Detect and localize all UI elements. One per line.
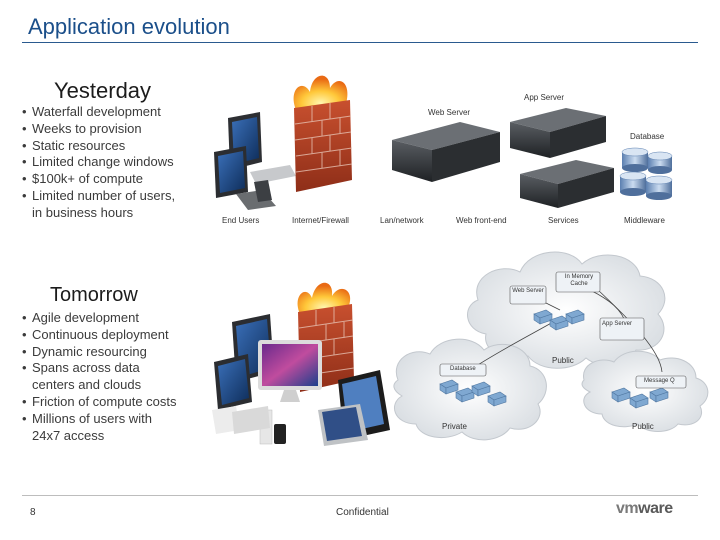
yesterday-bullet-list: Waterfall development Weeks to provision…: [22, 104, 212, 222]
firewall-icon: [293, 75, 353, 192]
bullet-item: Dynamic resourcing: [22, 344, 212, 361]
app-server-icon: [510, 108, 606, 158]
bullet-item: Limited change windows: [22, 154, 212, 171]
vmware-logo: vmware: [616, 500, 673, 518]
bullet-item: Millions of users with: [22, 411, 212, 428]
in-memory-cache-label: In Memory Cache: [564, 274, 594, 287]
services-label: Services: [548, 216, 579, 225]
database-icon: [619, 147, 673, 200]
lan-network-label: Lan/network: [380, 216, 424, 225]
desktop-computer-icon: [214, 112, 296, 210]
footer-rule: [22, 495, 698, 496]
message-queue-label: Message Q: [644, 378, 675, 384]
services-server-icon: [520, 160, 614, 208]
database-label: Database: [450, 366, 476, 372]
public-cloud-label: Public: [552, 356, 574, 365]
end-user-devices-icon: [212, 314, 390, 446]
tomorrow-heading: Tomorrow: [50, 284, 138, 306]
web-server-label: Web Server: [512, 288, 544, 294]
middleware-label: Middleware: [624, 216, 665, 225]
app-server-label: App Server: [524, 93, 565, 102]
title-rule: [22, 42, 698, 43]
tomorrow-bullet-list: Agile development Continuous deployment …: [22, 310, 212, 444]
bullet-item: Weeks to provision: [22, 121, 212, 138]
bullet-item-continuation: 24x7 access: [32, 427, 105, 443]
logo-suffix: ware: [638, 500, 673, 517]
web-server-icon: [392, 122, 500, 182]
bullet-item: Waterfall development: [22, 104, 212, 121]
bullet-item: Static resources: [22, 138, 212, 155]
bullet-item: Agile development: [22, 310, 212, 327]
bullet-item: $100k+ of compute: [22, 171, 212, 188]
web-server-label: Web Server: [428, 108, 471, 117]
internet-firewall-label: Internet/Firewall: [292, 216, 349, 225]
confidential-label: Confidential: [336, 507, 389, 518]
end-users-label: End Users: [222, 216, 260, 225]
web-front-end-label: Web front-end: [456, 216, 507, 225]
public-cloud-bottom: [581, 350, 709, 432]
database-label: Database: [630, 132, 665, 141]
bullet-item-continuation: centers and clouds: [32, 377, 142, 393]
bullet-item-continuation: in business hours: [32, 204, 134, 220]
cloud-server-nodes: [439, 309, 669, 409]
app-server-label: App Server: [602, 321, 633, 327]
page-number: 8: [30, 507, 36, 518]
logo-prefix: vm: [616, 500, 639, 517]
slide-title: Application evolution: [28, 14, 230, 39]
yesterday-heading: Yesterday: [54, 78, 152, 103]
private-cloud-label: Private: [442, 422, 467, 431]
bullet-item: Limited number of users,: [22, 188, 212, 205]
public-cloud-label: Public: [632, 422, 654, 431]
bullet-item: Friction of compute costs: [22, 394, 212, 411]
tomorrow-label-boxes: [439, 271, 687, 389]
bullet-item: Continuous deployment: [22, 327, 212, 344]
yesterday-network-diagram: [214, 75, 673, 210]
bullet-item: Spans across data: [22, 360, 212, 377]
tomorrow-network-diagram: [212, 251, 709, 446]
